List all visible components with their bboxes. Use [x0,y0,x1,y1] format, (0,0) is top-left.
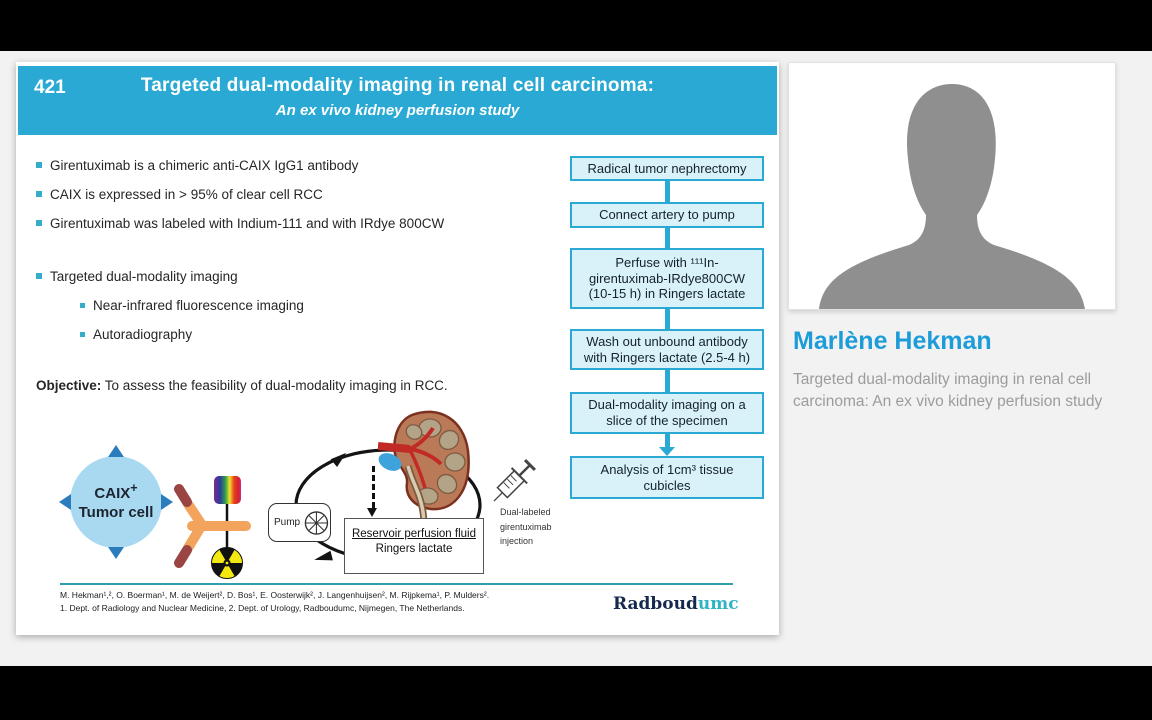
flow-arrow-icon [314,550,333,561]
reservoir-title: Reservoir perfusion fluid [351,528,476,540]
flowchart-connector [664,370,670,392]
slide-title: Targeted dual-modality imaging in renal … [140,75,655,96]
bullet-square-icon [36,220,42,226]
authors-text: M. Hekman¹,², O. Boerman¹, M. de Weijert… [60,590,490,600]
fluorescent-dye-label-icon [214,476,241,504]
flowchart-step: Dual-modality imaging on a slice of the … [570,392,764,434]
objective-line: Objective: To assess the feasibility of … [36,378,448,393]
syringe-icon [493,459,536,502]
kidney-illustration [378,410,470,530]
syringe-label: Dual-labeled girentuximab injection [500,507,552,546]
flowchart-connector [664,181,670,202]
tumor-cell-label-2: Tumor cell [78,504,154,521]
antigen-spike-icon [108,547,124,559]
bullet-group-1: Girentuximab is a chimeric anti-CAIX IgG… [36,158,444,245]
video-frame: 421 Targeted dual-modality imaging in re… [0,51,1152,666]
bullet-group-2: Targeted dual-modality imaging Near-infr… [36,269,304,356]
antigen-spike-icon [59,494,71,510]
footer-divider [60,583,733,585]
sub-bullet-item: Autoradiography [80,327,304,342]
presenter-name: Marlène Hekman [793,327,992,355]
pump-wheel-icon [304,510,329,535]
flowchart-step: Radical tumor nephrectomy [570,156,764,181]
bullet-text: Girentuximab was labeled with Indium-111… [50,216,445,231]
flow-arrow-icon [330,452,347,467]
flowchart-step: Analysis of 1cm³ tissue cubicles [570,456,764,499]
flowchart-step: Wash out unbound antibody with Ringers l… [570,329,764,370]
antigen-spike-icon [108,445,124,457]
reservoir-box: Reservoir perfusion fluid Ringers lactat… [344,518,484,574]
dual-labeled-antibody-icon [174,476,251,579]
bullet-text: CAIX is expressed in > 95% of clear cell… [50,187,323,202]
method-flowchart: Radical tumor nephrectomy Connect artery… [570,156,764,499]
sub-bullet-item: Near-infrared fluorescence imaging [80,298,304,313]
flowchart-step: Connect artery to pump [570,202,764,228]
flowchart-connector [664,309,670,329]
bullet-item: Targeted dual-modality imaging [36,269,304,284]
antigen-spike-icon [161,494,173,510]
bullet-square-icon [36,273,42,279]
bullet-text: Girentuximab is a chimeric anti-CAIX IgG… [50,158,359,173]
bullet-square-icon [36,162,42,168]
bullet-square-icon [80,303,85,308]
radioactive-label-icon [211,547,243,579]
arrow-down-icon [367,508,377,517]
bullet-item: Girentuximab was labeled with Indium-111… [36,216,444,231]
bullet-square-icon [80,332,85,337]
slide-number: 421 [34,77,66,98]
arrow-down-icon [659,447,675,456]
presentation-title: Targeted dual-modality imaging in renal … [793,371,1103,410]
renal-vein [378,453,402,471]
dashed-arrow [372,466,375,508]
slide-subtitle: An ex vivo kidney perfusion study [275,102,520,119]
bullet-item: CAIX is expressed in > 95% of clear cell… [36,187,444,202]
objective-label: Objective: [36,378,102,393]
radboudumc-logo: Radboudumc [613,594,739,614]
poster-slide: 421 Targeted dual-modality imaging in re… [16,62,779,635]
authors-block: M. Hekman¹,², O. Boerman¹, M. de Weijert… [60,589,620,615]
affiliations-line: 1. Dept. of Radiology and Nuclear Medici… [60,603,465,613]
renal-artery [378,426,443,489]
bullet-square-icon [36,191,42,197]
pump-box: Pump [268,503,331,542]
person-silhouette-icon [819,84,1085,309]
pump-label: Pump [274,517,301,528]
flowchart-connector [664,228,670,248]
tumor-cell-label-1: CAIX+ [94,481,138,503]
bullet-text: Targeted dual-modality imaging [50,269,238,284]
bullet-item: Girentuximab is a chimeric anti-CAIX IgG… [36,158,444,173]
slide-header-bar: 421 Targeted dual-modality imaging in re… [18,66,777,135]
bullet-text: Near-infrared fluorescence imaging [93,298,304,313]
antibody-y-icon [174,484,251,568]
flowchart-arrow-connector [659,434,675,456]
objective-text: To assess the feasibility of dual-modali… [101,378,448,393]
reservoir-subtitle: Ringers lactate [375,543,453,555]
tumor-cell: CAIX+ Tumor cell [59,445,173,559]
experiment-diagram: CAIX+ Tumor cell [16,400,779,586]
bullet-text: Autoradiography [93,327,193,342]
presenter-photo [788,62,1116,310]
flowchart-step: Perfuse with ¹¹¹In-girentuximab-IRdye800… [570,248,764,309]
